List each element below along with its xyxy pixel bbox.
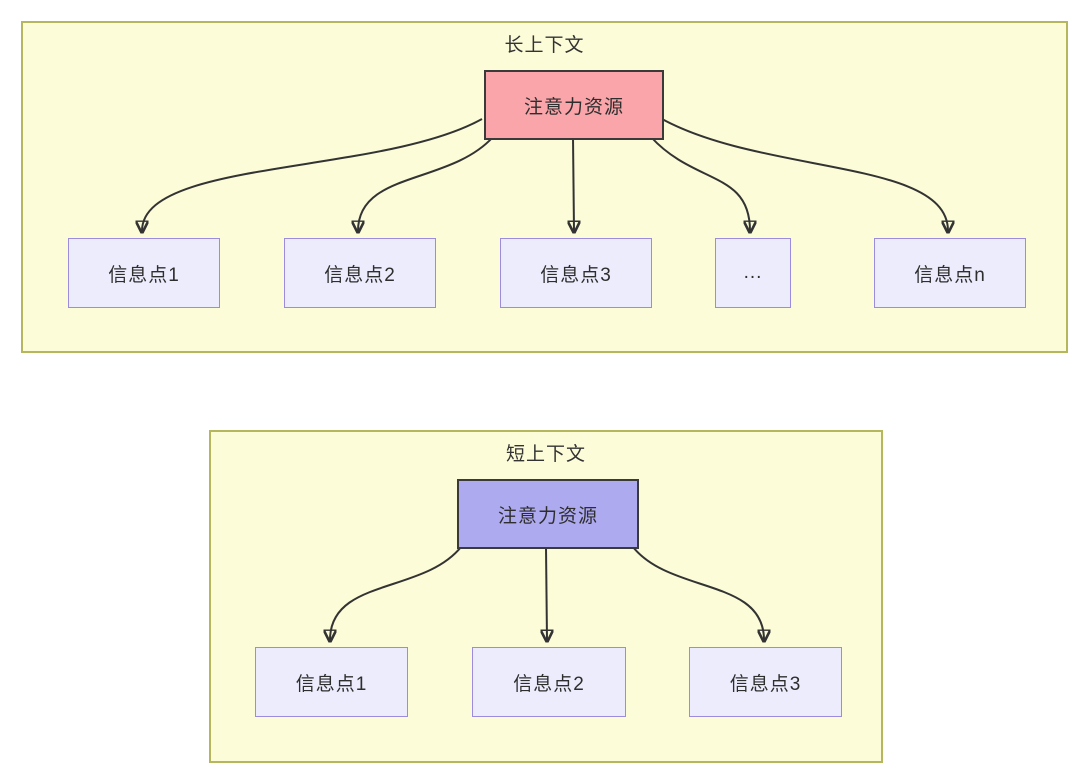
- arrow-to-info1: [330, 546, 462, 640]
- info-point-node: 信息点1: [255, 647, 408, 717]
- long-attention-resource-node: 注意力资源: [484, 70, 664, 140]
- info-point-node: 信息点2: [284, 238, 436, 308]
- info-point-node: 信息点3: [500, 238, 652, 308]
- short-context-container: 短上下文 注意力资源 信息点1 信息点2 信息点3: [209, 430, 883, 763]
- arrow-to-info2: [546, 546, 547, 640]
- arrow-to-dots: [650, 136, 750, 231]
- arrow-to-infon: [661, 118, 948, 231]
- arrow-to-info3: [573, 136, 574, 231]
- long-context-container: 长上下文 注意力资源 信息点1 信息点2 信息点3 ... 信息点n: [21, 21, 1068, 353]
- arrow-to-info3: [632, 546, 764, 640]
- long-context-title: 长上下文: [504, 35, 585, 56]
- info-point-node: 信息点2: [472, 647, 626, 717]
- arrow-to-info1: [142, 118, 483, 231]
- info-point-ellipsis-node: ...: [715, 238, 791, 308]
- short-context-title: 短上下文: [505, 444, 586, 465]
- short-attention-resource-node: 注意力资源: [457, 479, 639, 549]
- arrow-to-info2: [358, 136, 494, 231]
- info-point-node: 信息点n: [874, 238, 1026, 308]
- info-point-node: 信息点1: [68, 238, 220, 308]
- info-point-node: 信息点3: [689, 647, 842, 717]
